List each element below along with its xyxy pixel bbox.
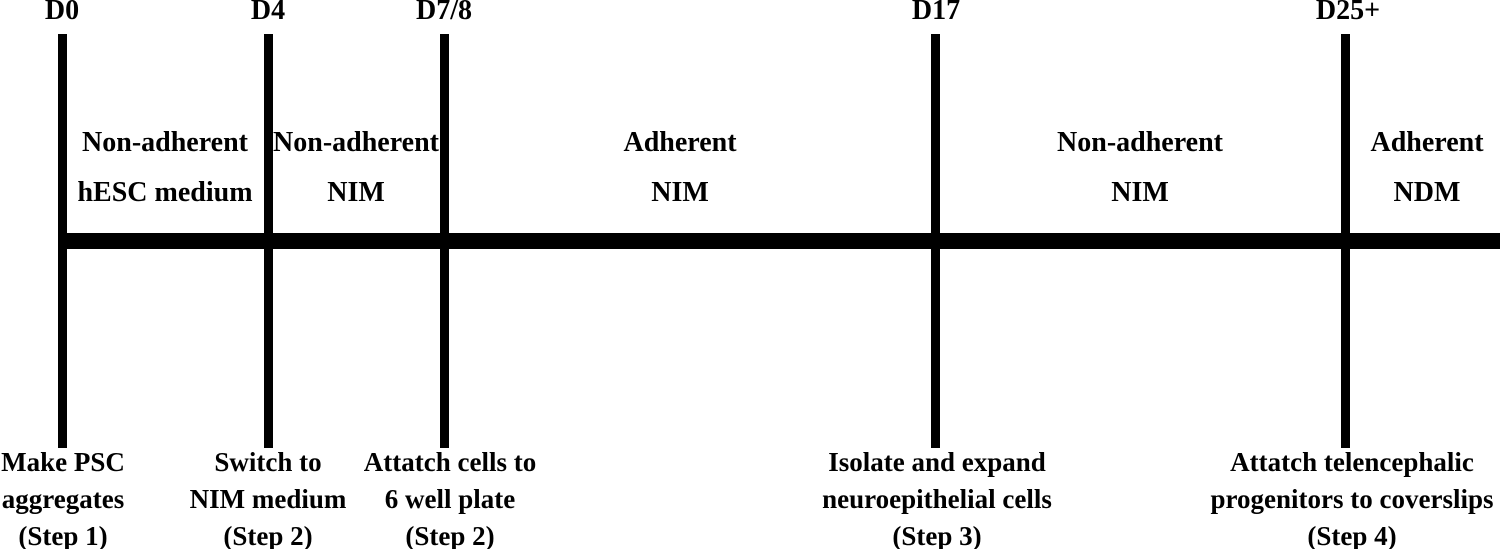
step-label-2a: Switch to NIM medium (Step 2) <box>190 444 347 549</box>
day-label-d7-8: D7/8 <box>416 0 472 26</box>
phase-condition: Non-adherent <box>1057 127 1223 158</box>
step-line: 6 well plate <box>384 484 516 514</box>
step-label-4: Attatch telencephalic progenitors to cov… <box>1211 444 1494 549</box>
phase-label-d25-plus: Adherent NDM <box>1370 118 1483 218</box>
step-line: Attatch cells to <box>363 447 537 477</box>
phase-label-d4-d7: Non-adherent NIM <box>273 118 439 218</box>
phase-medium: NIM <box>327 177 385 208</box>
phase-condition: Non-adherent <box>82 127 248 158</box>
day-label-d25: D25+ <box>1315 0 1381 26</box>
day-tick-d25 <box>1341 34 1350 448</box>
step-line: aggregates <box>1 484 125 514</box>
phase-medium: NDM <box>1393 177 1461 208</box>
phase-label-d7-d17: Adherent NIM <box>623 118 736 218</box>
step-line: (Step 2) <box>405 521 495 549</box>
step-line: progenitors to coverslips <box>1210 484 1494 514</box>
step-line: Make PSC <box>1 447 125 477</box>
step-line: neuroepithelial cells <box>822 484 1052 514</box>
day-tick-d0 <box>58 34 67 448</box>
day-tick-d4 <box>264 34 273 448</box>
step-line: Attatch telencephalic <box>1230 447 1474 477</box>
timeline-axis <box>58 233 1500 249</box>
step-label-3: Isolate and expand neuroepithelial cells… <box>822 444 1052 549</box>
day-label-d0: D0 <box>44 0 80 26</box>
phase-condition: Adherent <box>623 127 737 158</box>
step-line: (Step 2) <box>223 521 313 549</box>
phase-medium: NIM <box>651 177 709 208</box>
step-line: (Step 3) <box>892 521 982 549</box>
phase-condition: Adherent <box>1370 127 1484 158</box>
phase-medium: hESC medium <box>77 177 253 208</box>
step-line: Switch to <box>214 447 322 477</box>
phase-label-d17-d25: Non-adherent NIM <box>1057 118 1223 218</box>
step-line: Isolate and expand <box>828 447 1046 477</box>
step-line: (Step 1) <box>18 521 108 549</box>
day-label-d4: D4 <box>250 0 286 26</box>
step-label-1: Make PSC aggregates (Step 1) <box>1 444 125 549</box>
step-line: (Step 4) <box>1307 521 1397 549</box>
step-label-2b: Attatch cells to 6 well plate (Step 2) <box>364 444 536 549</box>
day-label-d17: D17 <box>911 0 961 26</box>
day-tick-d17 <box>931 34 940 448</box>
step-line: NIM medium <box>189 484 347 514</box>
day-tick-d7-8 <box>440 34 449 448</box>
phase-condition: Non-adherent <box>273 127 439 158</box>
phase-medium: NIM <box>1111 177 1169 208</box>
phase-label-d0-d4: Non-adherent hESC medium <box>77 118 252 218</box>
